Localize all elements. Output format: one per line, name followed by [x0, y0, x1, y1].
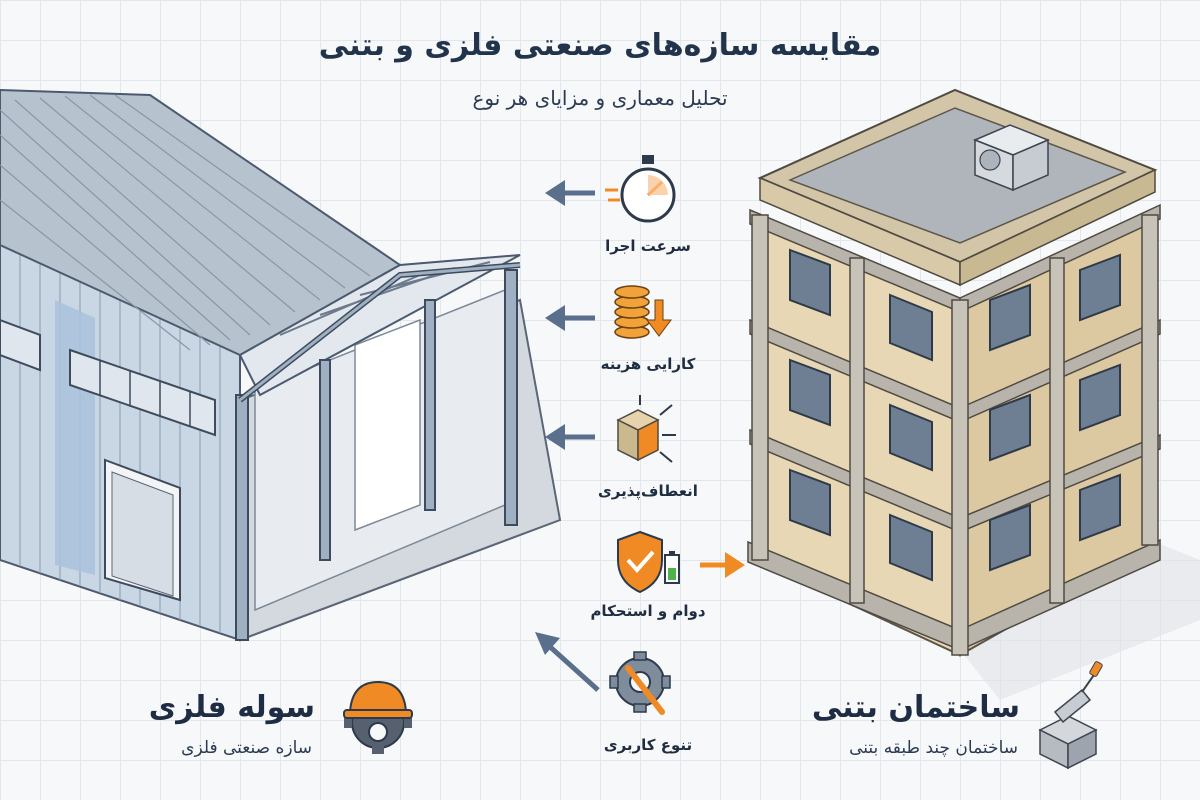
arrow-left-2: [545, 305, 595, 331]
page-title: مقایسه سازه‌های صنعتی فلزی و بتنی: [318, 28, 882, 63]
window-strip: [69, 348, 216, 437]
roof-corrugation: [0, 94, 371, 351]
inner-door-opening: [354, 318, 421, 532]
metal-structure-title: سوله فلزی: [148, 690, 315, 725]
gear-wrench-icon: [609, 651, 671, 715]
coins-icon: [614, 285, 672, 339]
hardhat-gear-icon: [343, 680, 413, 754]
roof-truss: [238, 254, 521, 397]
feature-label-versatility: تنوع کاربری: [603, 736, 693, 754]
steel-columns: [235, 269, 518, 641]
concrete-building-title: ساختمان بتنی: [811, 690, 1020, 725]
feature-label-cost: کارایی هزینه: [600, 355, 696, 373]
arrow-right-4: [700, 552, 745, 578]
feature-label-flexibility: انعطاف‌پذیری: [598, 482, 698, 500]
shield-battery-icon: [617, 530, 680, 594]
trowel-block-icon: [1038, 661, 1103, 770]
arrow-upleft-5: [535, 632, 600, 692]
feature-label-durability: دوام و استحکام: [590, 602, 706, 620]
arrow-left-1: [545, 180, 595, 206]
concrete-building-subtitle: ساختمان چند طبقه بتنی: [849, 738, 1018, 758]
windows: [789, 248, 1121, 582]
ac-unit-icon: [973, 124, 1050, 192]
arrow-left-3: [545, 424, 595, 450]
stopwatch-icon: [605, 155, 676, 223]
modular-blocks-icon: [616, 395, 676, 463]
page-subtitle: تحلیل معماری و مزایای هر نوع: [472, 86, 728, 110]
metal-structure-subtitle: سازه صنعتی فلزی: [181, 738, 312, 758]
feature-label-speed: سرعت اجرا: [605, 237, 691, 255]
